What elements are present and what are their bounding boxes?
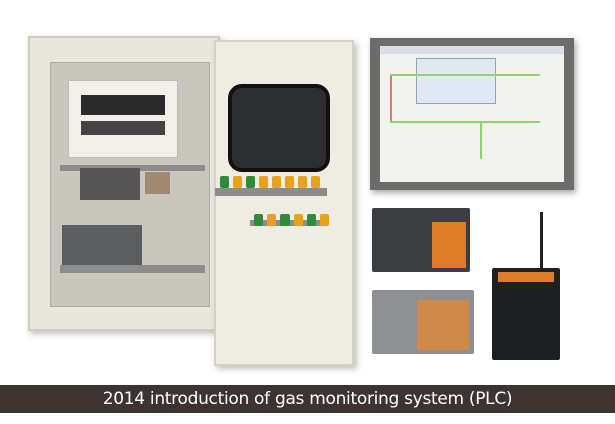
transformer — [145, 172, 170, 194]
din-rail — [60, 265, 205, 273]
gas-alarm-panel — [68, 80, 178, 158]
terminal-row-top — [220, 176, 320, 200]
wireless-module — [492, 268, 560, 360]
plc-controller-2 — [372, 290, 474, 354]
terminal-rail — [215, 188, 327, 196]
plc-controller-1 — [372, 208, 470, 272]
terminal-row-bottom — [254, 214, 330, 238]
antenna — [540, 212, 543, 272]
scada-screen — [380, 46, 564, 182]
plc-module — [80, 168, 140, 200]
caption-bar: 2014 introduction of gas monitoring syst… — [0, 385, 615, 413]
door-window — [228, 84, 330, 172]
power-supplies — [62, 225, 142, 265]
